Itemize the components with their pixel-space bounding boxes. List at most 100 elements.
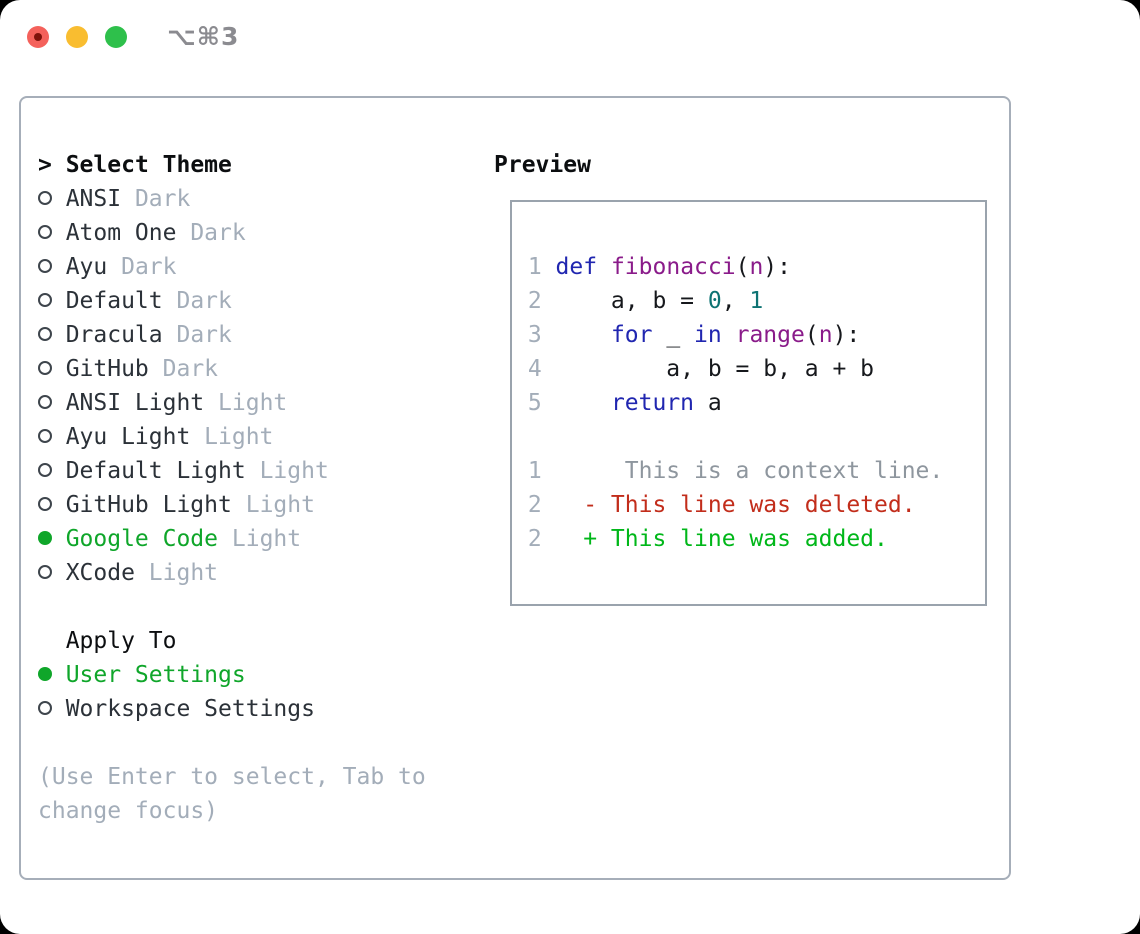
theme-name: GitHub Light bbox=[65, 492, 232, 518]
diff-text: This is a context line. bbox=[541, 458, 944, 484]
theme-variant: Light bbox=[231, 526, 302, 552]
code-token-plain bbox=[542, 254, 556, 280]
code-token-function: n bbox=[749, 254, 764, 280]
theme-variant: Dark bbox=[134, 186, 191, 212]
theme-variant: Dark bbox=[121, 254, 177, 280]
code-line-2: 2 a, b = 0, 1 bbox=[514, 284, 985, 318]
radio-icon bbox=[38, 564, 52, 579]
theme-option-ansi-light-light[interactable]: ANSI Light Light bbox=[38, 386, 426, 420]
diff-line-added: 2 + This line was added. bbox=[514, 522, 985, 556]
line-number: 3 bbox=[527, 322, 542, 348]
line-number: 2 bbox=[527, 492, 542, 518]
diff-line-context: 1 This is a context line. bbox=[514, 454, 985, 488]
code-line-5: 5 return a bbox=[514, 386, 985, 420]
close-button[interactable] bbox=[27, 26, 49, 48]
theme-name: Dracula bbox=[65, 322, 163, 348]
apply-option-label: Workspace Settings bbox=[65, 696, 315, 722]
radio-icon bbox=[38, 462, 52, 477]
theme-name: Atom One bbox=[65, 220, 177, 246]
diff-text: + This line was added. bbox=[541, 526, 888, 552]
radio-icon bbox=[38, 258, 52, 273]
code-token-keyword: def bbox=[555, 254, 598, 280]
code-token-plain: ( bbox=[804, 322, 819, 348]
theme-variant: Light bbox=[148, 560, 219, 586]
radio-icon bbox=[38, 428, 52, 443]
theme-option-default-light-light[interactable]: Default Light Light bbox=[38, 454, 426, 488]
code-token-plain: , bbox=[721, 288, 750, 314]
theme-variant: Light bbox=[259, 458, 329, 484]
code-token-plain: a, b = bbox=[541, 288, 708, 314]
theme-name: ANSI Light bbox=[65, 390, 205, 416]
code-token-plain bbox=[597, 254, 611, 280]
theme-option-google-code-light[interactable]: Google Code Light bbox=[38, 522, 426, 556]
radio-selected-icon bbox=[38, 530, 52, 545]
theme-variant: Light bbox=[218, 390, 288, 416]
code-token-plain bbox=[542, 390, 611, 416]
theme-option-xcode-light[interactable]: XCode Light bbox=[38, 556, 426, 590]
line-number: 1 bbox=[527, 254, 542, 280]
minimize-button[interactable] bbox=[66, 26, 88, 48]
theme-name: GitHub bbox=[65, 356, 149, 382]
code-token-plain: _ bbox=[652, 322, 695, 348]
theme-variant: Light bbox=[204, 424, 274, 450]
theme-list-header: > Select Theme bbox=[38, 148, 426, 182]
preview-title: Preview bbox=[494, 152, 591, 178]
theme-name: Default Light bbox=[65, 458, 246, 484]
radio-icon bbox=[38, 496, 52, 511]
line-number: 2 bbox=[527, 288, 542, 314]
theme-name: Default bbox=[65, 288, 163, 314]
zoom-button[interactable] bbox=[105, 26, 127, 48]
code-token-plain: a, b = b, a + b bbox=[541, 356, 875, 382]
code-token-function: fibonacci bbox=[610, 254, 736, 280]
help-text-line-1: (Use Enter to select, Tab to bbox=[38, 764, 426, 790]
theme-option-github-dark[interactable]: GitHub Dark bbox=[38, 352, 426, 386]
code-line-4: 4 a, b = b, a + b bbox=[514, 352, 985, 386]
theme-name: Ayu bbox=[65, 254, 108, 280]
radio-icon bbox=[38, 190, 52, 205]
theme-option-ansi-dark[interactable]: ANSI Dark bbox=[38, 182, 426, 216]
code-token-plain: a bbox=[694, 390, 722, 416]
apply-option-workspace-settings[interactable]: Workspace Settings bbox=[38, 692, 426, 726]
spacer bbox=[38, 726, 426, 760]
theme-option-ayu-dark[interactable]: Ayu Dark bbox=[38, 250, 426, 284]
window-title: ⌥⌘3 bbox=[167, 22, 240, 51]
line-number: 4 bbox=[527, 356, 542, 382]
title-bar: ⌥⌘3 bbox=[0, 0, 1140, 74]
unsaved-dot-icon bbox=[34, 33, 42, 41]
code-token-function: n bbox=[818, 322, 833, 348]
diff-preview: 1 This is a context line.2 - This line w… bbox=[514, 454, 985, 556]
apply-option-label: User Settings bbox=[65, 662, 246, 688]
code-line-3: 3 for _ in range(n): bbox=[514, 318, 985, 352]
theme-variant: Dark bbox=[190, 220, 246, 246]
theme-option-github-light-light[interactable]: GitHub Light Light bbox=[38, 488, 426, 522]
theme-list-title: Select Theme bbox=[65, 152, 232, 178]
code-token-plain bbox=[722, 322, 736, 348]
apply-option-user-settings[interactable]: User Settings bbox=[38, 658, 426, 692]
code-token-plain: ): bbox=[763, 254, 791, 280]
theme-variant: Dark bbox=[162, 356, 219, 382]
theme-option-dracula-dark[interactable]: Dracula Dark bbox=[38, 318, 426, 352]
code-line-1: 1 def fibonacci(n): bbox=[514, 250, 985, 284]
radio-icon bbox=[38, 394, 52, 409]
theme-variant: Dark bbox=[176, 288, 232, 314]
apply-to-title: Apply To bbox=[65, 628, 177, 654]
code-token-keyword: in bbox=[694, 322, 722, 348]
radio-icon bbox=[38, 700, 52, 715]
radio-icon bbox=[38, 326, 52, 341]
theme-option-default-dark[interactable]: Default Dark bbox=[38, 284, 426, 318]
radio-icon bbox=[38, 292, 52, 307]
spacer bbox=[514, 420, 985, 454]
theme-option-atom-one-dark[interactable]: Atom One Dark bbox=[38, 216, 426, 250]
theme-name: Google Code bbox=[65, 526, 219, 552]
code-token-number: 1 bbox=[749, 288, 764, 314]
cursor-prefix: > bbox=[38, 152, 66, 178]
theme-name: XCode bbox=[65, 560, 135, 586]
theme-option-ayu-light-light[interactable]: Ayu Light Light bbox=[38, 420, 426, 454]
line-number: 1 bbox=[527, 458, 542, 484]
code-token-plain: ): bbox=[832, 322, 861, 348]
code-token-number: 0 bbox=[707, 288, 722, 314]
